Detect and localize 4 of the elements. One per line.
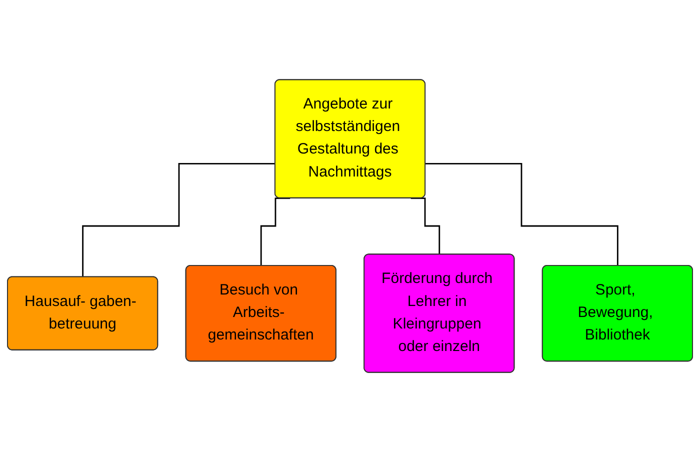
connector [260,198,290,267]
connector [410,198,440,256]
connector [82,163,276,278]
connector [426,163,619,267]
